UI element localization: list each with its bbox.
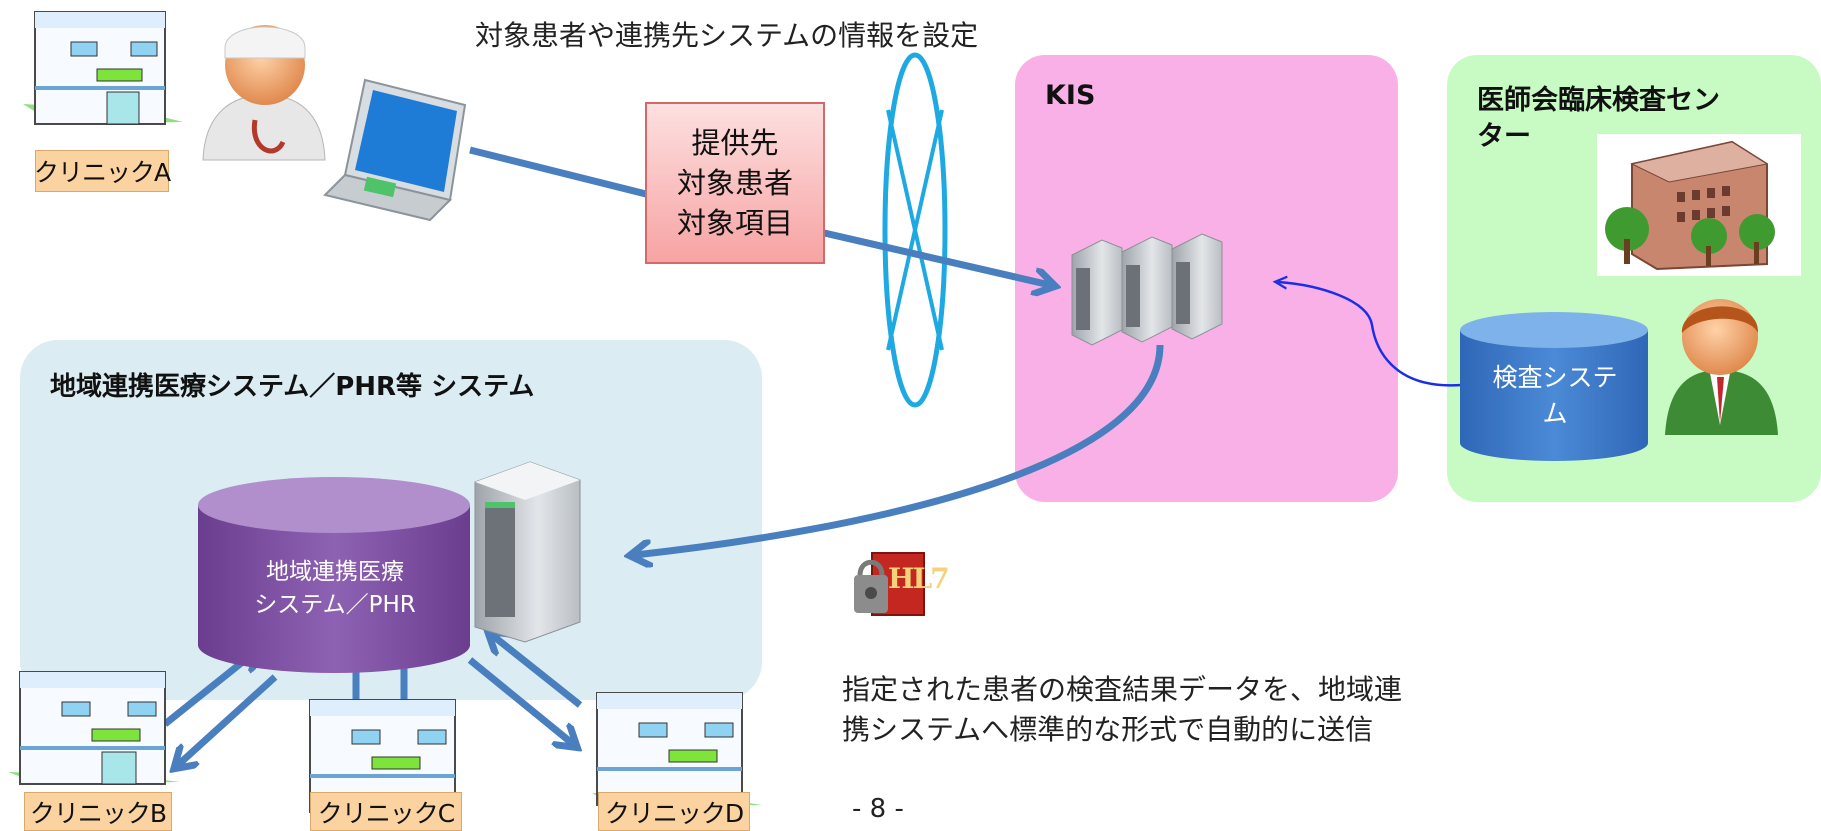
- result-flow-arrow: [1278, 282, 1463, 387]
- lab-system-database-icon: [1460, 312, 1648, 461]
- clinic-b-label: クリニックB: [24, 792, 172, 831]
- data-flow-arrow-to-kis: [819, 228, 1050, 285]
- clinic-d-label: クリニックD: [598, 792, 750, 831]
- lab-db-label: 検査システ ム: [1462, 360, 1648, 432]
- kis-title: KIS: [1045, 80, 1096, 111]
- regional-db-label-line2: システム／PHR: [254, 592, 416, 618]
- hl7-logo-text: HL7: [888, 562, 950, 595]
- lab-db-label-line1: 検査システ: [1492, 363, 1618, 392]
- page-number: - 8 -: [852, 794, 904, 824]
- hl7-logo-icon: [854, 552, 925, 616]
- doctor-icon: [202, 25, 326, 161]
- kis-server-icon: [1071, 233, 1223, 346]
- clinic-a-label: クリニックA: [34, 150, 171, 192]
- center-title-line2: ター: [1477, 121, 1531, 152]
- provide-line-3: 対象項目: [676, 206, 793, 240]
- regional-db-label: 地域連携医療 システム／PHR: [200, 556, 470, 622]
- regional-title: 地域連携医療システム／PHR等 システム: [50, 372, 535, 402]
- clinic-building-icon: [8, 671, 180, 785]
- description-line1: 指定された患者の検査結果データを、地域連: [842, 673, 1403, 706]
- provide-line-2: 対象患者: [676, 166, 793, 200]
- center-title-line1: 医師会臨床検査セン: [1477, 85, 1720, 116]
- lab-building-icon: [1597, 134, 1801, 276]
- vpn-tunnel-icon: [882, 52, 948, 408]
- data-flow-arrow-to-regional: [635, 344, 1164, 555]
- top-caption: 対象患者や連携先システムの情報を設定: [475, 19, 979, 52]
- regional-db-label-line1: 地域連携医療: [266, 559, 404, 585]
- clinic-building-icon: [23, 11, 183, 125]
- clinic-building-icon: [592, 692, 762, 807]
- regional-database-icon: [198, 477, 470, 673]
- lab-db-label-line2: ム: [1542, 399, 1568, 428]
- regional-server-icon: [474, 461, 581, 643]
- provide-settings-box: 提供先 対象患者 対象項目: [645, 102, 825, 264]
- lab-staff-icon: [1665, 299, 1778, 435]
- clinic-c-label: クリニックC: [310, 792, 462, 831]
- description-line2: 携システムへ標準的な形式で自動的に送信: [842, 713, 1374, 746]
- laptop-icon: [323, 78, 467, 222]
- provide-line-1: 提供先: [691, 126, 779, 160]
